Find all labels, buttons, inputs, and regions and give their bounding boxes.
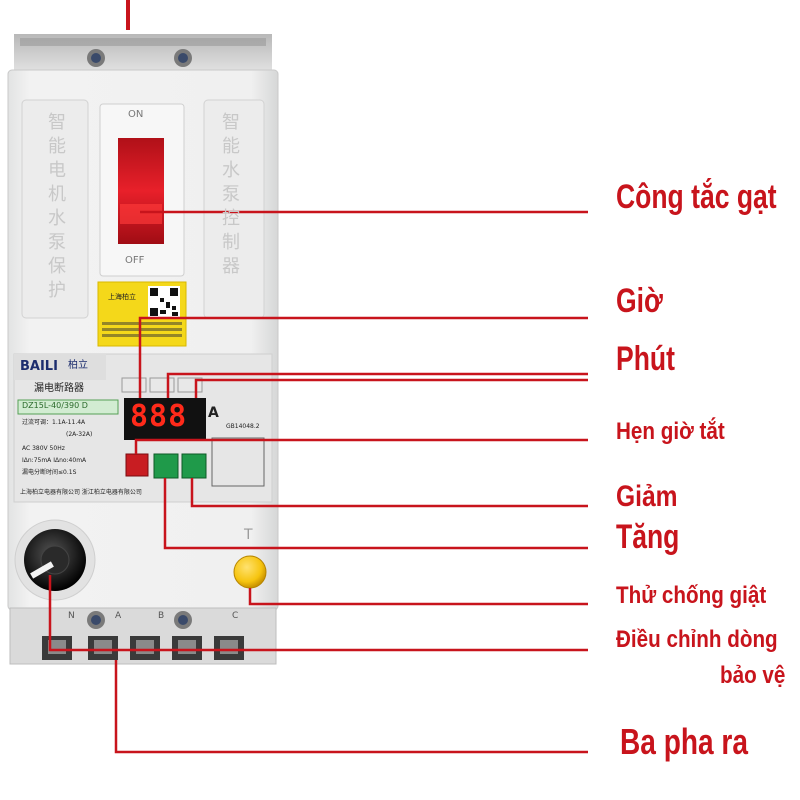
current-unit: A: [208, 405, 219, 421]
manufacturer: 上海柏立电器有限公司 浙江柏立电器有限公司: [20, 489, 142, 496]
test-letter: T: [244, 527, 253, 543]
label-giam: Giảm: [616, 480, 678, 513]
right-side-text: 智能水泵控制器: [219, 112, 240, 280]
test-button[interactable]: [233, 555, 267, 589]
line-gio: [138, 316, 588, 398]
spec-line-2: (2A-32A): [66, 431, 93, 438]
timer-off-button[interactable]: [125, 453, 149, 477]
terminal-letter-n: N: [68, 611, 75, 621]
qr-caption: 上海柏立: [108, 293, 136, 301]
standard-code: GB14048.2: [226, 423, 260, 430]
line-tang: [163, 478, 588, 550]
line-dieu-chinh-dong: [48, 575, 588, 652]
line-phut-2: [194, 378, 588, 398]
terminal-letter-a: A: [115, 611, 122, 621]
line-hen-gio-tat: [134, 438, 588, 454]
display-digits: 888: [130, 399, 188, 434]
qr-pattern: [150, 288, 178, 316]
switch-off-text: OFF: [125, 255, 145, 266]
decrease-button[interactable]: [153, 453, 179, 479]
line-giam: [190, 478, 588, 508]
toggle-switch[interactable]: [118, 138, 164, 244]
knob-pointer: [30, 561, 54, 579]
label-tang: Tăng: [616, 518, 680, 556]
line-thu-chong-giat: [248, 588, 588, 606]
label-bao-ve: bảo vệ: [720, 662, 786, 689]
spec-line-4: IΔn:75mA IΔno:40mA: [22, 457, 87, 464]
increase-button[interactable]: [181, 453, 207, 479]
callout-lines: [48, 210, 588, 754]
left-side-text: 智能电机水泵保护: [45, 112, 66, 304]
terminal-letter-c: C: [232, 611, 239, 621]
left-embossed-panel: [21, 99, 89, 319]
top-wire-line: [126, 0, 130, 30]
label-cong-tac-gat: Công tắc gạt: [616, 178, 777, 216]
model-strip: [17, 399, 119, 415]
line-ba-pha-ra: [114, 660, 588, 754]
label-ba-pha-ra: Ba pha ra: [620, 721, 748, 762]
label-dieu-chinh-dong: Điều chỉnh dòng: [616, 626, 778, 653]
mode-table: [211, 437, 265, 487]
terminal-letter-b: B: [158, 611, 165, 621]
brand-suffix: 柏立: [68, 360, 88, 371]
product-name: 漏电断路器: [34, 383, 84, 394]
switch-on-text: ON: [128, 109, 144, 120]
line-phut: [166, 372, 588, 398]
model-number: DZ15L-40/390 D: [22, 401, 88, 410]
spec-line-5: 漏电分断时间≤0.1S: [22, 469, 77, 476]
digital-display: [124, 398, 206, 440]
label-gio: Giờ: [616, 282, 663, 320]
label-thu-chong-giat: Thử chống giật: [616, 582, 767, 609]
spec-line-1: 过流可调：1.1A-11.4A: [22, 419, 86, 426]
label-phut: Phút: [616, 340, 675, 378]
brand-name: BAILI: [20, 359, 58, 374]
spec-line-3: AC 380V 50Hz: [22, 445, 65, 452]
label-hen-gio-tat: Hẹn giờ tắt: [616, 418, 725, 445]
